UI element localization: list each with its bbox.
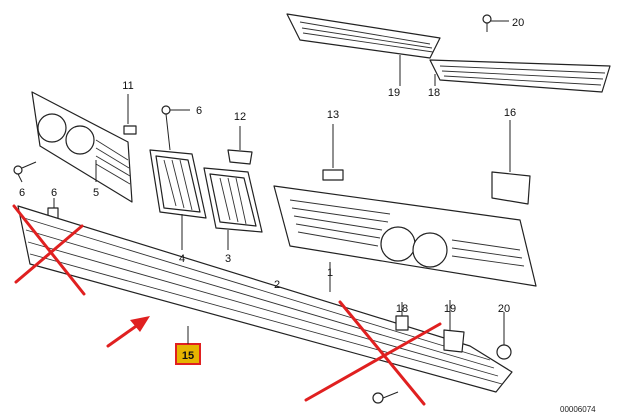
drawing-code: 00006074 — [560, 405, 596, 414]
part-labels: 19 18 20 11 6 12 13 16 6 6 5 4 3 2 1 18 … — [19, 17, 524, 315]
label-part-4: 4 — [179, 253, 185, 265]
red-cross-mark-left — [12, 204, 86, 296]
part-3-kidney-grille — [203, 167, 263, 250]
part-18-clip — [395, 302, 409, 331]
label-part-6-center: 6 — [196, 105, 202, 117]
part-11-lower-screen — [429, 59, 611, 93]
red-cross-mark-right — [304, 300, 442, 406]
label-part-20: 20 — [498, 303, 510, 315]
label-part-5: 5 — [93, 187, 99, 199]
label-part-15: 15 — [182, 350, 194, 362]
label-part-11: 18 — [428, 87, 440, 99]
label-part-8: 12 — [234, 111, 246, 123]
part-7-clip — [123, 94, 137, 135]
label-part-1: 1 — [327, 267, 333, 279]
part-5-left-grille — [31, 91, 133, 203]
red-pointer-arrow — [106, 316, 150, 348]
label-part-6-left: 6 — [19, 187, 25, 199]
part-20-nut — [496, 312, 512, 360]
label-part-13: 20 — [512, 17, 524, 29]
label-part-18: 18 — [396, 303, 408, 315]
label-part-3: 3 — [225, 253, 231, 265]
part-8-clip — [227, 126, 253, 165]
label-part-9: 13 — [327, 109, 339, 121]
part-6-screw-center — [161, 105, 190, 151]
label-part-10: 16 — [504, 107, 516, 119]
label-part-7: 11 — [122, 80, 133, 92]
label-part-19: 19 — [444, 303, 456, 315]
part-6-screw-left — [13, 161, 37, 183]
part-12-upper-screen — [286, 13, 441, 86]
label-part-2: 2 — [274, 279, 280, 291]
label-part-16: 6 — [51, 187, 57, 199]
part-9-retainer — [322, 124, 344, 181]
part-10-bracket — [491, 120, 531, 205]
part-4-kidney-grille — [149, 149, 207, 250]
part-1-right-grille — [273, 185, 537, 292]
part-19-clip — [443, 300, 465, 353]
part-15-lower-grille — [17, 205, 513, 393]
label-part-12: 19 — [388, 87, 400, 99]
bottom-screw — [372, 391, 399, 404]
highlighted-part-15: 15 — [175, 326, 201, 365]
part-13-screw — [482, 14, 509, 32]
